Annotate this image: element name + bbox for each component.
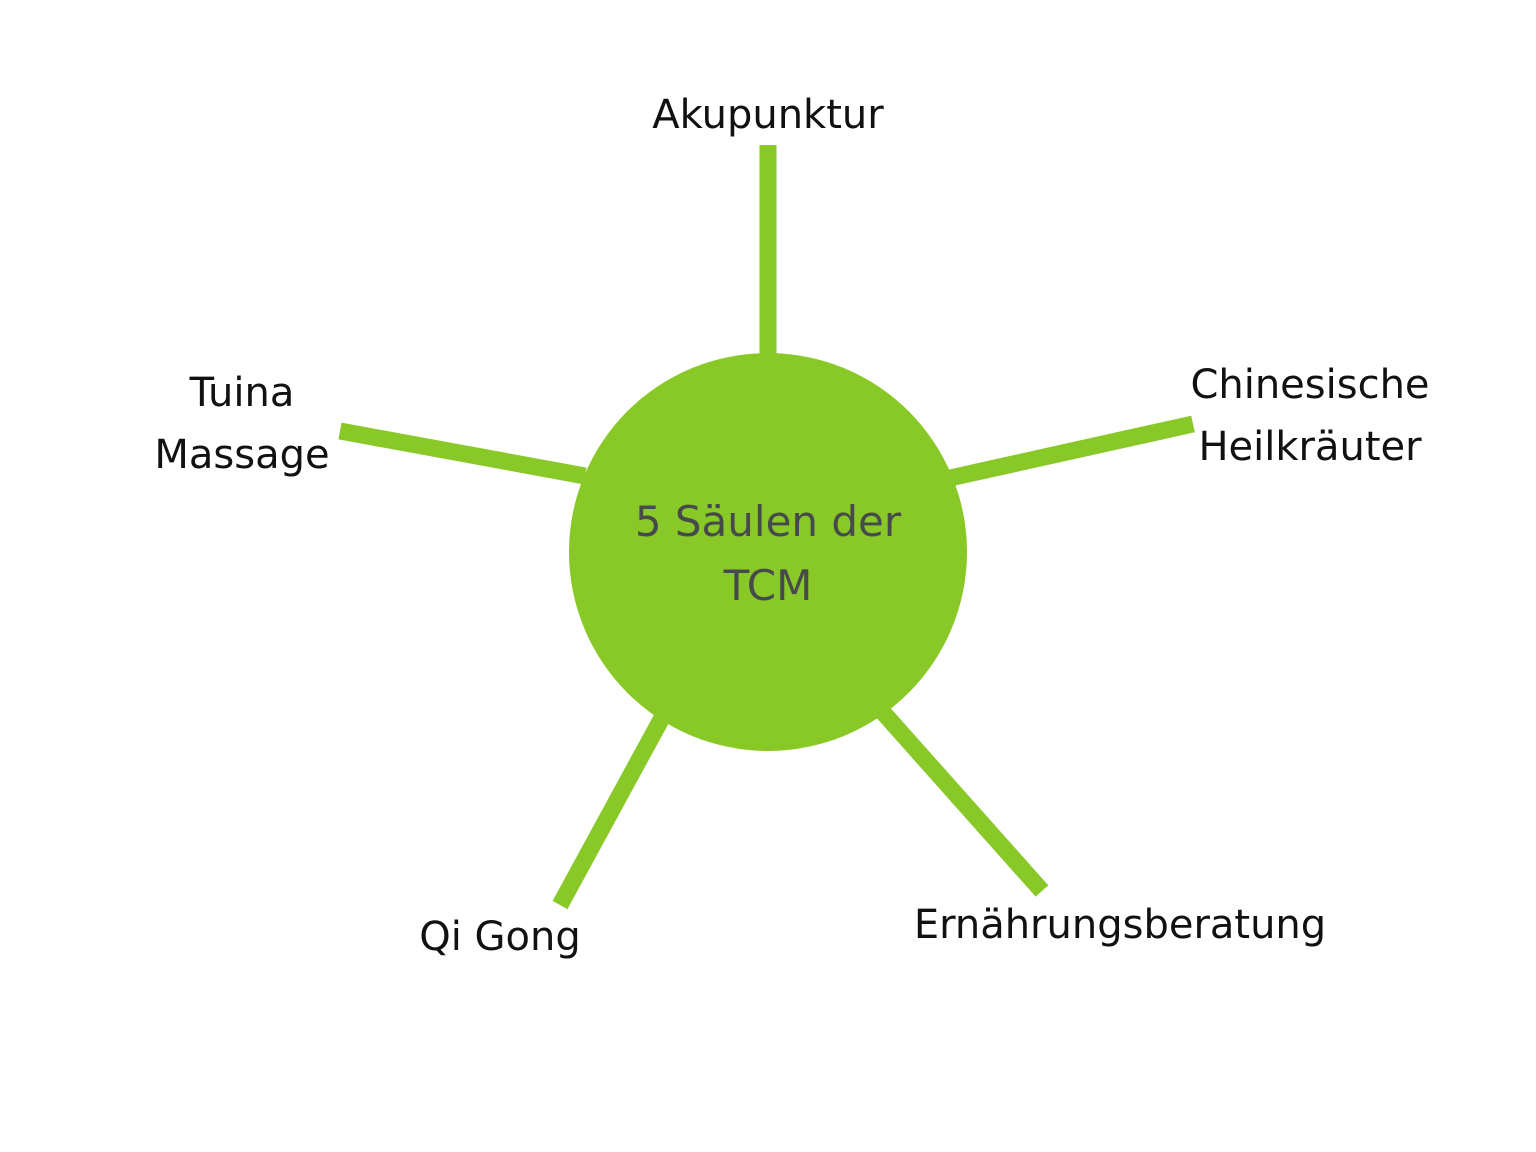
spoke-tuina bbox=[338, 422, 587, 485]
pillar-label-tuina-line-1: Tuina bbox=[189, 370, 295, 416]
center-title: 5 Säulen der TCM bbox=[618, 490, 918, 618]
spoke-qigong bbox=[552, 711, 671, 910]
spoke-ernaehrung bbox=[873, 703, 1049, 897]
center-title-line-2: TCM bbox=[723, 561, 813, 610]
pillar-label-qigong: Qi Gong bbox=[380, 906, 620, 968]
pillar-label-ernaehrung-line-1: Ernährungsberatung bbox=[913, 902, 1327, 948]
pillar-label-akupunktur-line-1: Akupunktur bbox=[652, 92, 884, 138]
pillar-label-tuina: Tuina Massage bbox=[112, 362, 372, 486]
pillar-label-ernaehrung: Ernährungsberatung bbox=[880, 894, 1360, 956]
pillar-label-heilkraeuter-line-2: Heilkräuter bbox=[1198, 424, 1422, 470]
pillar-label-heilkraeuter-line-1: Chinesische bbox=[1190, 362, 1430, 408]
center-title-line-1: 5 Säulen der bbox=[634, 497, 902, 546]
spoke-heilkraeuter bbox=[948, 415, 1195, 487]
pillar-label-heilkraeuter: Chinesische Heilkräuter bbox=[1160, 354, 1460, 478]
center-circle bbox=[569, 353, 967, 751]
pillar-label-qigong-line-1: Qi Gong bbox=[419, 914, 581, 960]
pillar-label-akupunktur: Akupunktur bbox=[618, 84, 918, 146]
pillar-label-tuina-line-2: Massage bbox=[154, 432, 330, 478]
